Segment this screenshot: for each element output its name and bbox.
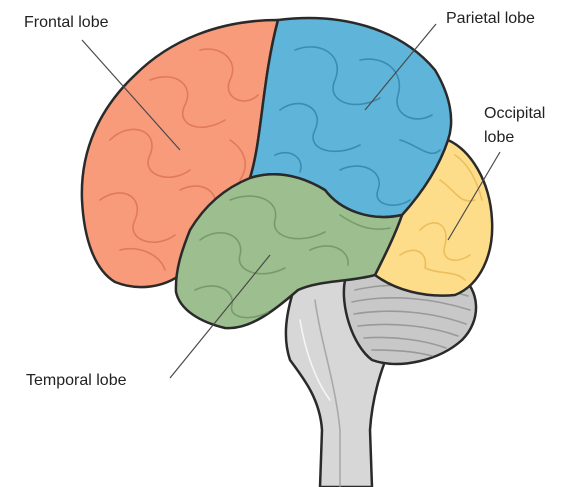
occipital-lobe-label-line2: lobe (484, 129, 514, 146)
parietal-lobe-label: Parietal lobe (446, 10, 535, 27)
temporal-lobe-label: Temporal lobe (26, 372, 127, 389)
frontal-lobe-label: Frontal lobe (24, 14, 109, 31)
occipital-lobe-label-line1: Occipital (484, 105, 545, 122)
